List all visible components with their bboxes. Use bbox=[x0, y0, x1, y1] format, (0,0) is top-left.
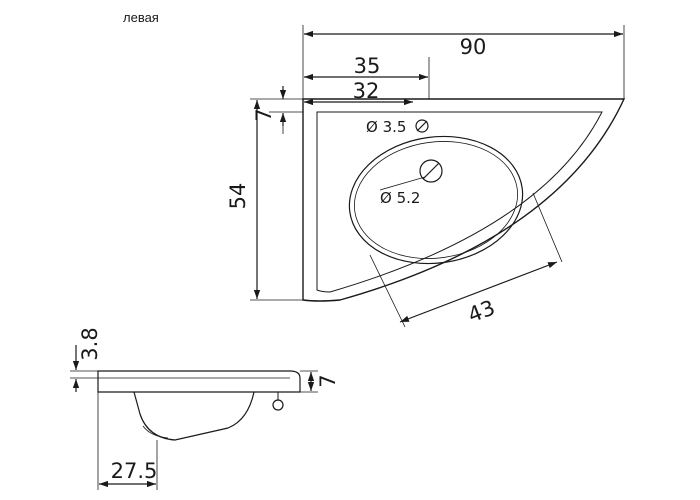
label-tap-hole: Ø 3.5 bbox=[366, 118, 406, 136]
dim-bowl-offset: 32 bbox=[353, 79, 380, 103]
bowl-outer bbox=[348, 135, 524, 265]
drawing-title: левая bbox=[123, 10, 159, 25]
basin-outline bbox=[302, 98, 626, 302]
tap-hole bbox=[415, 119, 429, 133]
dim-depth: 54 bbox=[226, 183, 250, 210]
dim-width: 90 bbox=[460, 35, 487, 59]
overflow-knob bbox=[272, 399, 284, 411]
dim-side-offset: 27.5 bbox=[111, 459, 158, 483]
side-profile bbox=[97, 370, 301, 393]
dim-hole-to-edge: 35 bbox=[354, 54, 381, 78]
side-view bbox=[70, 345, 318, 490]
dim-line-43 bbox=[399, 261, 558, 323]
dim-rim-height: 3.8 bbox=[78, 327, 102, 360]
label-drain-hole: Ø 5.2 bbox=[380, 189, 420, 207]
dim-back-rim: 7 bbox=[252, 108, 276, 121]
drain-hole bbox=[419, 159, 443, 183]
side-bowl bbox=[133, 391, 255, 441]
dim-thickness: 7 bbox=[316, 374, 340, 387]
dim-bowl-width: 43 bbox=[465, 295, 499, 327]
top-view bbox=[250, 25, 626, 328]
inner-rim bbox=[316, 111, 603, 293]
bowl-inner bbox=[353, 141, 519, 259]
